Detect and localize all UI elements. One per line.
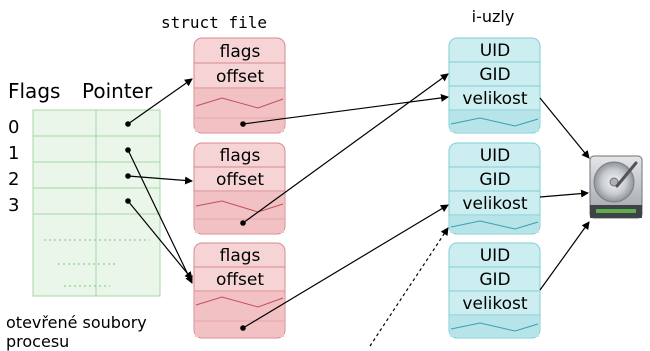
inode-2-size: velikost bbox=[462, 194, 527, 214]
file-struct-3-flags: flags bbox=[220, 246, 261, 266]
struct-file-heading: struct file bbox=[161, 13, 267, 32]
file-struct-2: flags offset bbox=[193, 142, 286, 235]
inode-3: UID GID velikost bbox=[448, 242, 541, 339]
inode-1-uid: UID bbox=[480, 41, 511, 61]
open-files-caption-line2: procesu bbox=[6, 332, 69, 351]
file-struct-1-flags: flags bbox=[220, 42, 261, 62]
file-struct-2-offset: offset bbox=[216, 170, 264, 190]
flags-column-header: Flags bbox=[8, 79, 60, 103]
arrows-fd-to-file bbox=[125, 78, 193, 284]
fd-index-1: 1 bbox=[8, 143, 19, 164]
fd-index-2: 2 bbox=[8, 169, 19, 190]
inode-1-size: velikost bbox=[462, 89, 527, 109]
inode-3-gid: GID bbox=[479, 270, 510, 290]
inode-1-gid: GID bbox=[479, 65, 510, 85]
arrows-inode-to-disk bbox=[539, 97, 590, 291]
inode-2-uid: UID bbox=[480, 146, 511, 166]
arrows-file-to-inode bbox=[240, 73, 449, 347]
inode-2: UID GID velikost bbox=[448, 142, 541, 235]
inode-3-size: velikost bbox=[462, 294, 527, 314]
fd-index-0: 0 bbox=[8, 117, 19, 138]
inode-2-gid: GID bbox=[479, 170, 510, 190]
fd-index-3: 3 bbox=[8, 195, 19, 216]
open-files-caption-line1: otevřené soubory bbox=[6, 313, 147, 332]
file-struct-1: flags offset bbox=[193, 37, 286, 134]
file-struct-3: flags offset bbox=[193, 242, 286, 339]
file-struct-2-flags: flags bbox=[220, 146, 261, 166]
inode-3-uid: UID bbox=[480, 246, 511, 266]
hard-disk-icon bbox=[589, 155, 643, 219]
inode-1: UID GID velikost bbox=[448, 37, 541, 134]
file-struct-1-offset: offset bbox=[216, 67, 264, 87]
file-struct-3-offset: offset bbox=[216, 270, 264, 290]
fd-table: Flags Pointer 0 1 2 3 otevřené soubory p… bbox=[6, 79, 161, 351]
inodes-heading: i-uzly bbox=[472, 7, 515, 26]
pointer-column-header: Pointer bbox=[82, 79, 153, 103]
